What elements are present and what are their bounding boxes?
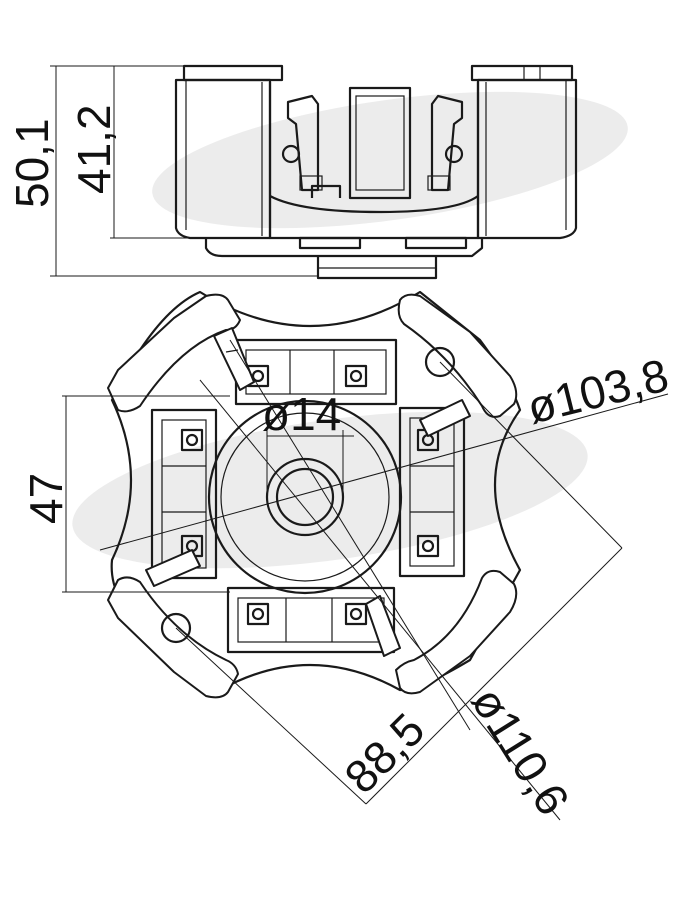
side-view-dimension-lines — [50, 65, 318, 277]
dim-bore-diameter: ø14 — [262, 388, 341, 440]
dim-circle-small: ø103,8 — [522, 349, 674, 434]
dim-slot-width: 47 — [20, 473, 72, 524]
plan-view-dimension-lines — [62, 339, 669, 821]
dim-height-body: 41,2 — [68, 104, 120, 194]
dim-circle-large: ø110,6 — [462, 678, 580, 824]
plan-view — [107, 290, 522, 699]
side-view — [174, 64, 578, 280]
dim-height-total: 50,1 — [6, 118, 58, 208]
